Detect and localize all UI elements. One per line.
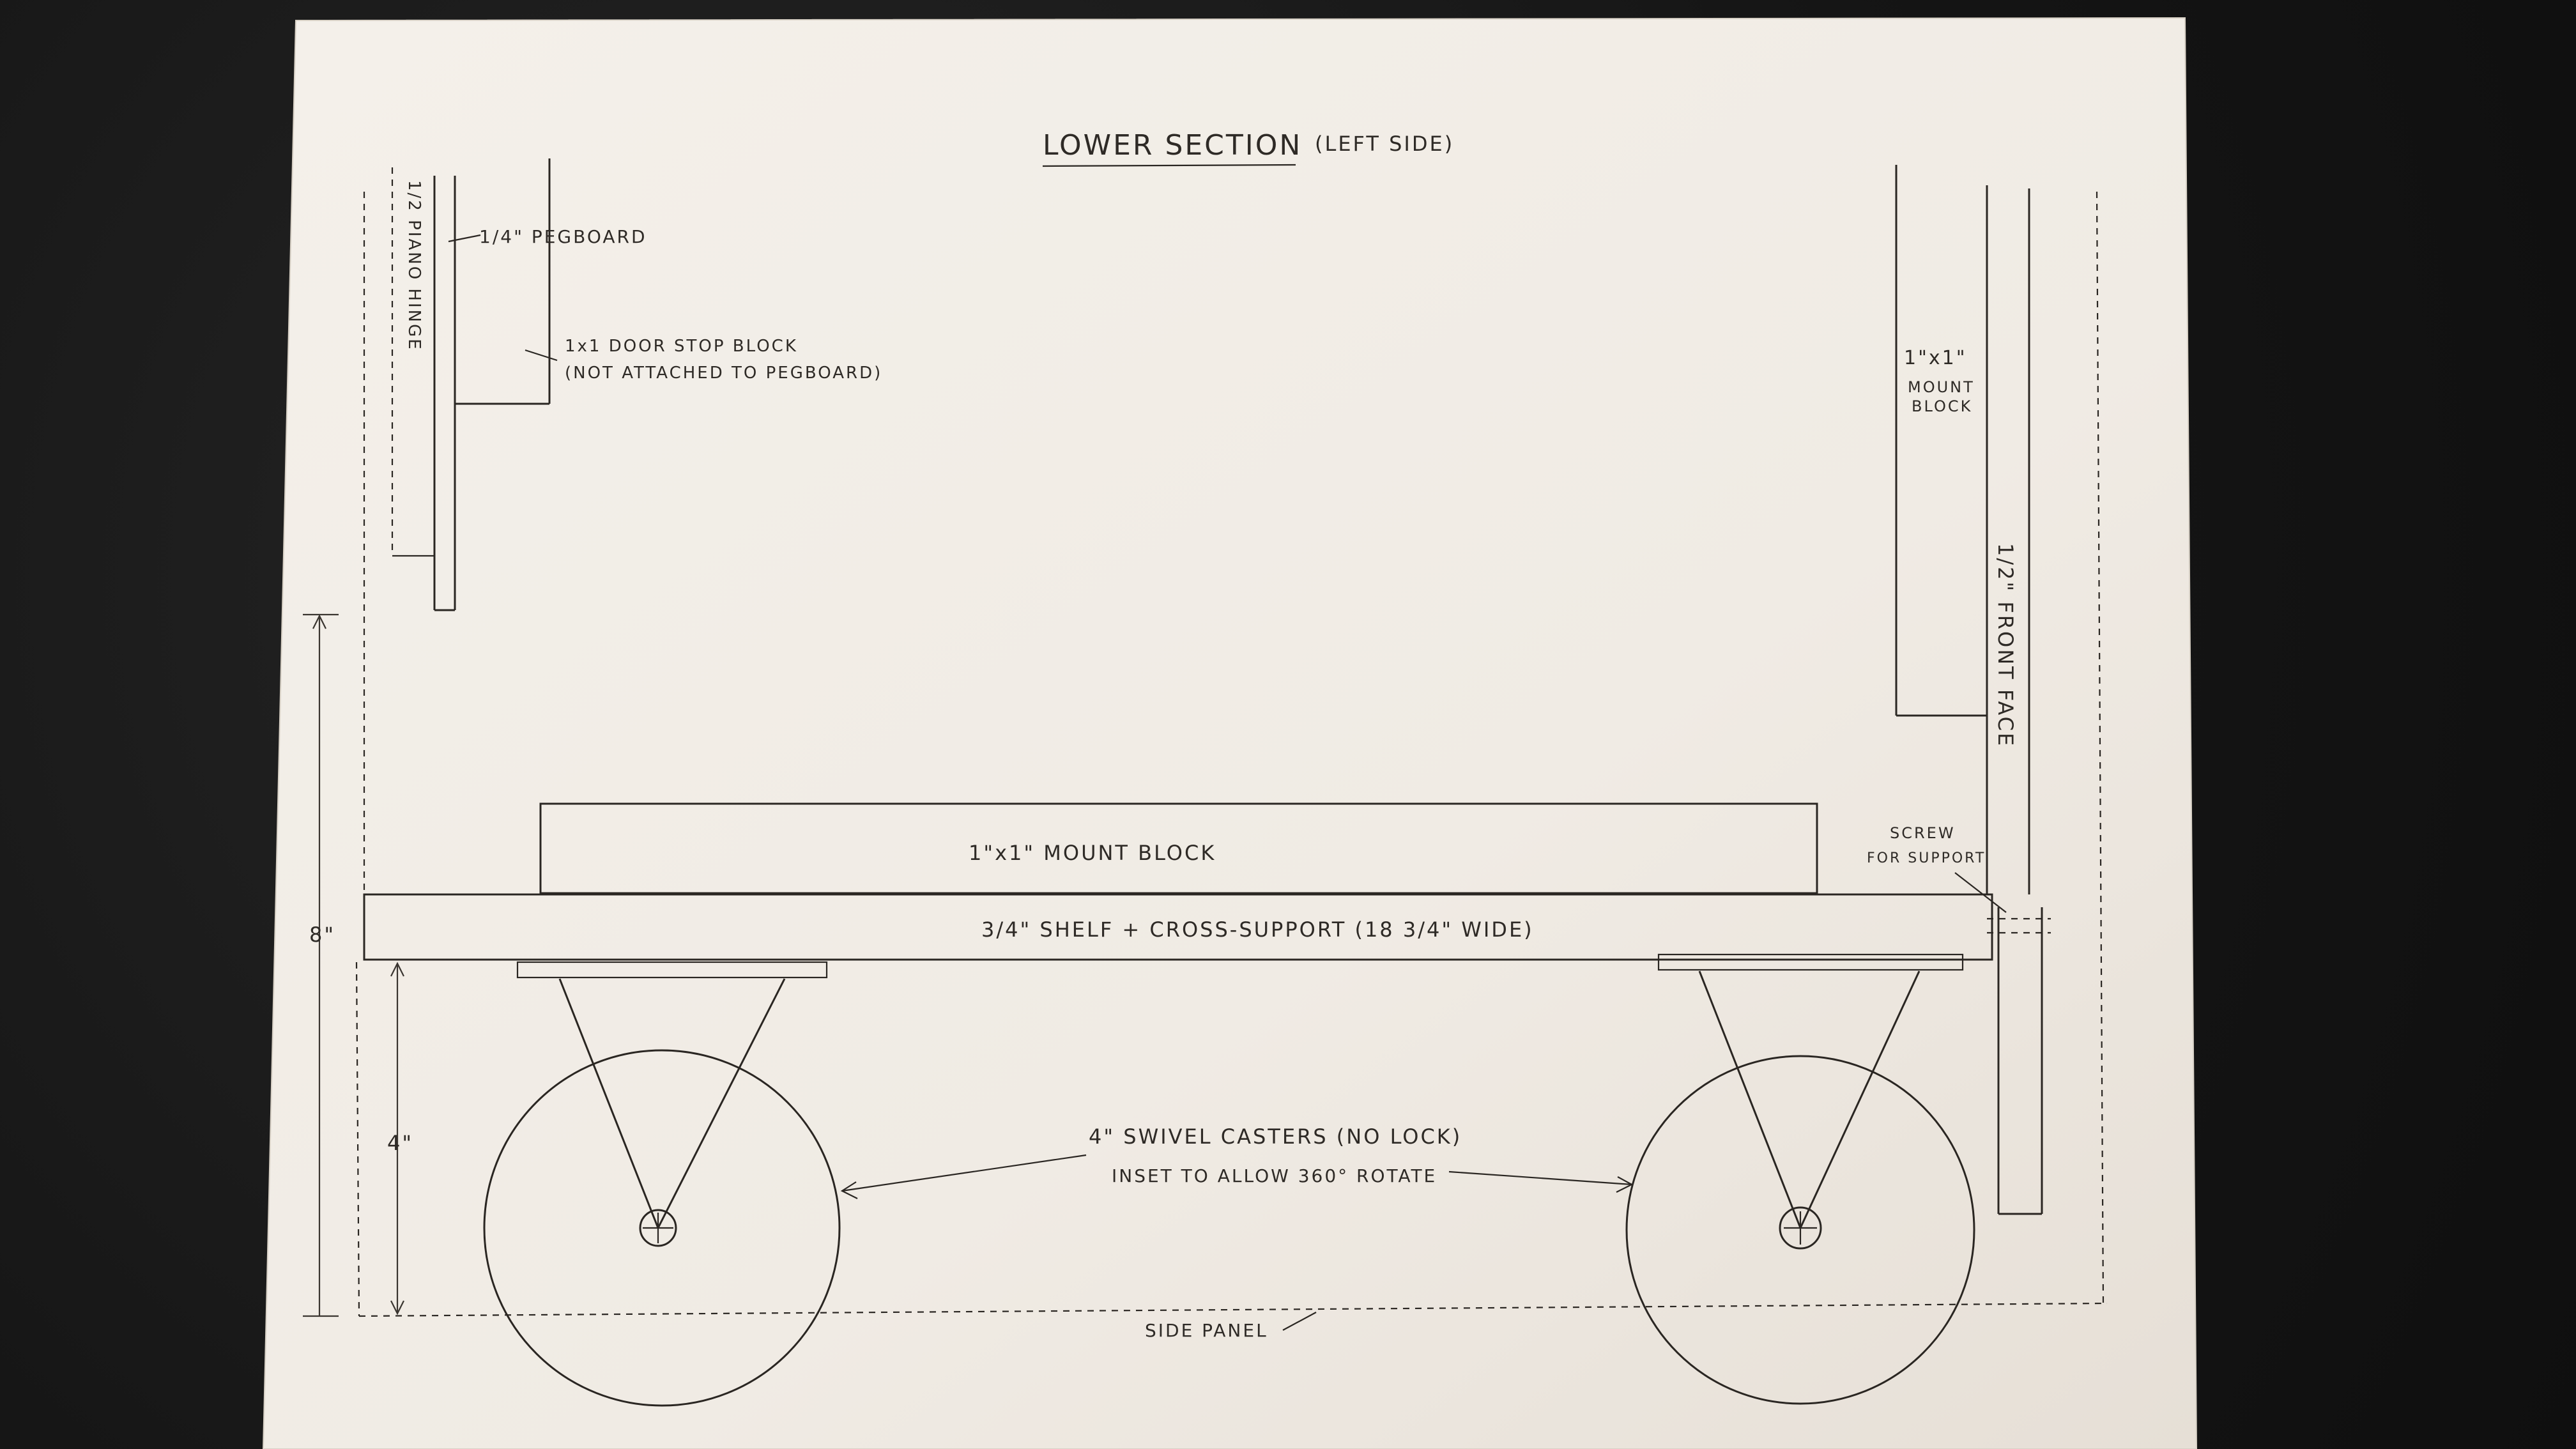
piano-hinge-label: 1/2 PIANO HINGE bbox=[404, 180, 424, 351]
piano-hinge-group: 1/2 PIANO HINGE bbox=[391, 167, 456, 611]
door-stop-arrow bbox=[525, 349, 558, 362]
caster-arrow-right bbox=[1448, 1170, 1632, 1186]
pegboard-arrow bbox=[448, 234, 481, 243]
right-caster bbox=[1625, 953, 1975, 1405]
front-face-label: 1/2" FRONT FACE bbox=[1993, 543, 2018, 747]
caster-arrow-left bbox=[841, 1154, 1087, 1192]
shelf-mount-label: 1"x1" MOUNT BLOCK bbox=[969, 841, 1216, 865]
shelf-cross-support bbox=[363, 893, 1993, 961]
title-note: (LEFT SIDE) bbox=[1315, 132, 1454, 156]
right-caster-wheel bbox=[1625, 1055, 1975, 1405]
dimension-total-label: 8" bbox=[309, 923, 335, 947]
shelf-label: 3/4" SHELF + CROSS-SUPPORT (18 3/4" WIDE… bbox=[981, 917, 1534, 942]
right-mount-block bbox=[1895, 165, 1988, 894]
side-panel-arrow bbox=[1282, 1312, 1317, 1331]
paper-sheet bbox=[262, 17, 2198, 1449]
dimension-caster-height bbox=[390, 962, 404, 1315]
pegboard-label: 1/4" PEGBOARD bbox=[479, 226, 647, 247]
screw bbox=[1987, 917, 2051, 934]
right-mount-label-line3: BLOCK bbox=[1912, 397, 1972, 415]
right-mount-label-line1: 1"x1" bbox=[1904, 347, 1967, 369]
door-stop-block bbox=[455, 158, 551, 405]
page-title: LOWER SECTION bbox=[1043, 129, 1302, 162]
dimension-total-height bbox=[303, 613, 339, 1317]
front-face-panel bbox=[1997, 188, 2104, 1304]
title-underline bbox=[1042, 164, 1296, 167]
side-panel-outline bbox=[355, 192, 2108, 1317]
left-caster-wheel bbox=[483, 1049, 841, 1407]
side-panel-label: SIDE PANEL bbox=[1145, 1320, 1268, 1341]
door-stop-label-line1: 1x1 DOOR STOP BLOCK bbox=[565, 337, 798, 356]
screw-arrow bbox=[1954, 872, 2007, 913]
casters-label-line2: INSET TO ALLOW 360° ROTATE bbox=[1112, 1165, 1437, 1186]
dimension-caster-label: 4" bbox=[387, 1131, 413, 1155]
left-caster bbox=[483, 961, 841, 1407]
screw-label-line1: SCREW bbox=[1890, 824, 1956, 842]
screw-label-line2: FOR SUPPORT bbox=[1867, 850, 1986, 866]
door-stop-label-line2: (NOT ATTACHED TO PEGBOARD) bbox=[565, 364, 882, 383]
shelf-mount-block bbox=[539, 802, 1818, 894]
right-mount-label-line2: MOUNT bbox=[1908, 378, 1975, 396]
casters-label-line1: 4" SWIVEL CASTERS (NO LOCK) bbox=[1089, 1124, 1462, 1149]
